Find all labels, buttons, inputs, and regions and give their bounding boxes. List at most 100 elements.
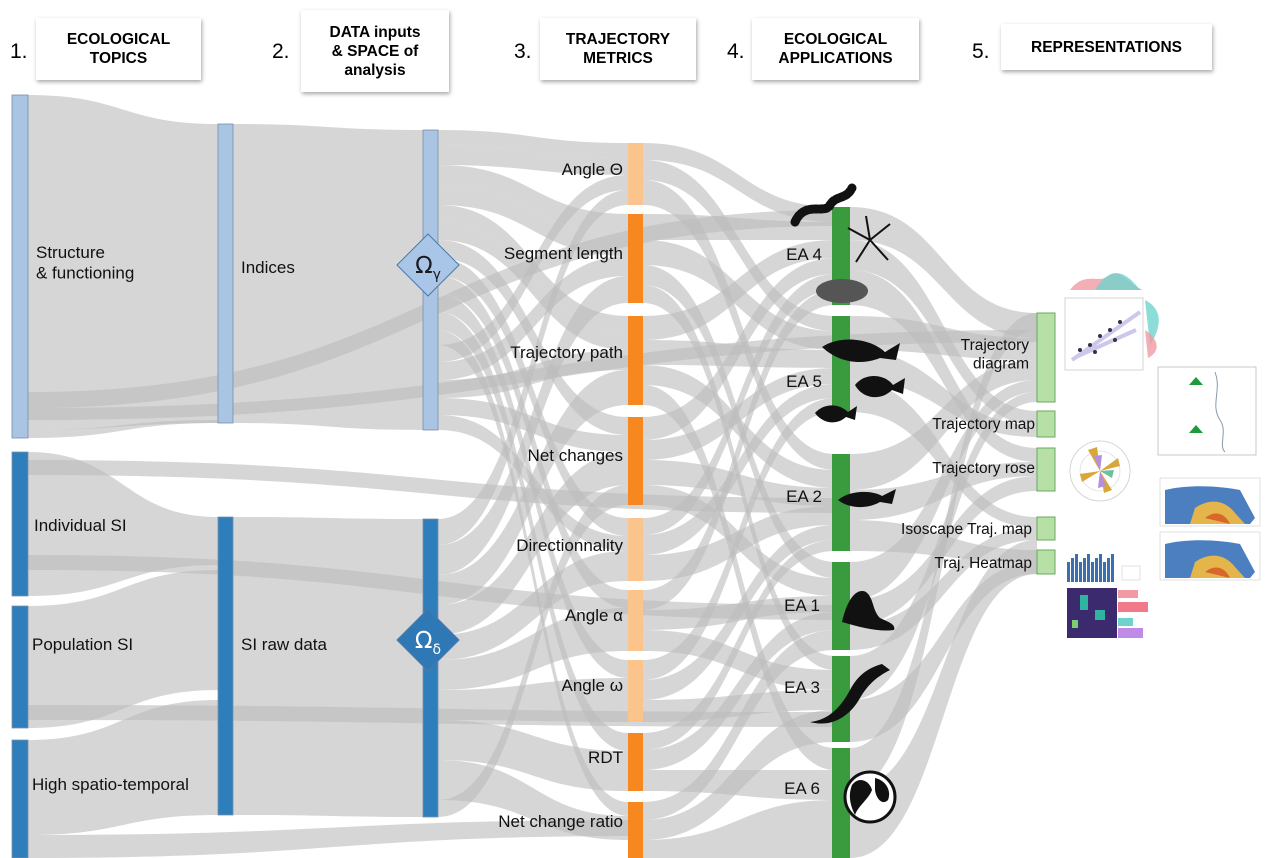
input-label-1: SI raw data (241, 635, 328, 654)
catfish-icon (838, 489, 896, 508)
header-number-1: 1. (10, 40, 28, 63)
metric-label-2: Trajectory path (510, 343, 623, 362)
flow-metric-app-9 (643, 365, 835, 488)
flow-space-metric-19 (438, 370, 628, 605)
flow-app-rep-9 (850, 380, 1037, 600)
flow-metric-app-28 (643, 710, 835, 840)
flow-metric-app-16 (643, 384, 835, 555)
omega-gamma-space: Ωγ (396, 233, 460, 297)
flow-metric-app-10 (643, 385, 835, 770)
worm-icon (790, 183, 857, 227)
flow-metric-app-7 (643, 240, 835, 340)
flow-space-metric-17 (438, 190, 628, 545)
flow-metric-app-0 (643, 143, 835, 222)
app-node-4 (832, 656, 850, 742)
trajectory-map-thumbnail (1157, 366, 1257, 456)
header-number-4: 4. (727, 40, 745, 63)
flow-high-raw (28, 700, 218, 835)
svg-text:Ωγ: Ωγ (415, 253, 441, 283)
metric-label-1: Segment length (504, 244, 623, 263)
isoscape-map-thumbnail-2 (1159, 531, 1261, 581)
topic-label-3: High spatio-temporal (32, 775, 189, 794)
flow-app-rep-0 (850, 207, 1037, 338)
rep-node-0 (1036, 312, 1056, 403)
flow-app-rep-11 (850, 528, 1037, 650)
trajectory-rose-thumbnail (1069, 440, 1131, 502)
flow-space-metric-1 (438, 145, 628, 175)
app-label-2: EA 2 (786, 487, 822, 506)
rep-node-3 (1036, 516, 1056, 541)
rep-label-3: Isoscape Traj. map (901, 521, 1032, 538)
small-fish-icon (815, 405, 857, 423)
metric-label-5: Angle α (565, 606, 623, 625)
flow-metric-app-29 (643, 800, 835, 858)
app-node-5 (832, 748, 850, 858)
flow-metric-app-21 (643, 398, 835, 680)
trajectory-diagram-thumbnail (1064, 273, 1159, 371)
header-title-3: TRAJECTORY METRICS (540, 18, 696, 80)
flow-space-metric-24 (438, 720, 628, 791)
flows (28, 95, 1040, 858)
brittle-star-icon (847, 215, 891, 263)
coral-icon (816, 279, 868, 303)
flow-space-metric-18 (438, 276, 628, 575)
topic-label-1: Individual SI (34, 516, 127, 535)
metric-node-2 (628, 316, 643, 405)
flow-metric-app-12 (643, 368, 835, 460)
flow-space-metric-6 (438, 240, 628, 435)
flow-metric-app-11 (643, 258, 835, 440)
flow-indices-space (233, 124, 423, 430)
header-number-5: 5. (972, 40, 990, 63)
metric-label-8: Net change ratio (498, 812, 623, 831)
flow-structure-indices (28, 95, 218, 430)
flow-metric-app-24 (643, 540, 835, 750)
flow-app-rep-2 (850, 270, 1037, 462)
isoscape-map-thumbnail-1 (1159, 477, 1261, 527)
heatmap-thumbnail (1067, 554, 1148, 638)
rep-label-1: Trajectory map (932, 416, 1035, 433)
flow-population-raw (28, 570, 218, 728)
header-title-2: DATA inputs & SPACE of analysis (301, 10, 449, 92)
flow-space-metric-5 (438, 222, 628, 350)
flow-raw-space (233, 517, 423, 817)
metric-label-0: Angle Θ (562, 160, 623, 179)
app-label-5: EA 6 (784, 779, 820, 798)
flow-metric-app-15 (643, 274, 835, 535)
svg-text:Ωδ: Ωδ (415, 628, 441, 658)
topic-node-0 (11, 94, 29, 439)
metric-label-6: Angle ω (562, 676, 623, 695)
rep-label-4: Traj. Heatmap (934, 555, 1032, 572)
representation-thumbnails (1064, 273, 1261, 638)
carp-fish-icon (855, 375, 905, 398)
flow-space-metric-13 (438, 256, 628, 380)
pike-fish-icon (822, 339, 900, 363)
input-node-0 (217, 123, 234, 424)
metric-node-1 (628, 214, 643, 303)
metric-label-3: Net changes (528, 446, 623, 465)
rep-node-1 (1036, 410, 1056, 438)
flow-app-rep-13 (850, 562, 1037, 742)
header-title-4: ECOLOGICAL APPLICATIONS (752, 18, 919, 80)
topic-node-1 (11, 451, 29, 597)
flow-space-metric-20 (438, 452, 628, 635)
flow-metric-app-1 (643, 160, 835, 331)
flow-metric-app-13 (643, 460, 835, 506)
header-number-2: 2. (272, 40, 290, 63)
flow-space-metric-26 (438, 485, 628, 817)
input-label-0: Indices (241, 258, 295, 277)
flow-app-rep-14 (850, 313, 1037, 790)
metric-node-8 (628, 802, 643, 858)
metric-node-6 (628, 660, 643, 722)
metric-label-7: RDT (588, 748, 623, 767)
flow-space-metric-0 (438, 130, 628, 158)
flow-space-metric-8 (438, 276, 628, 608)
organism-silhouettes (790, 183, 905, 824)
rep-node-2 (1036, 447, 1056, 492)
flow-space-metric-7 (438, 258, 628, 536)
metric-node-7 (628, 733, 643, 791)
app-label-4: EA 3 (784, 678, 820, 697)
app-label-0: EA 4 (786, 245, 822, 264)
flow-app-rep-5 (850, 380, 1037, 528)
